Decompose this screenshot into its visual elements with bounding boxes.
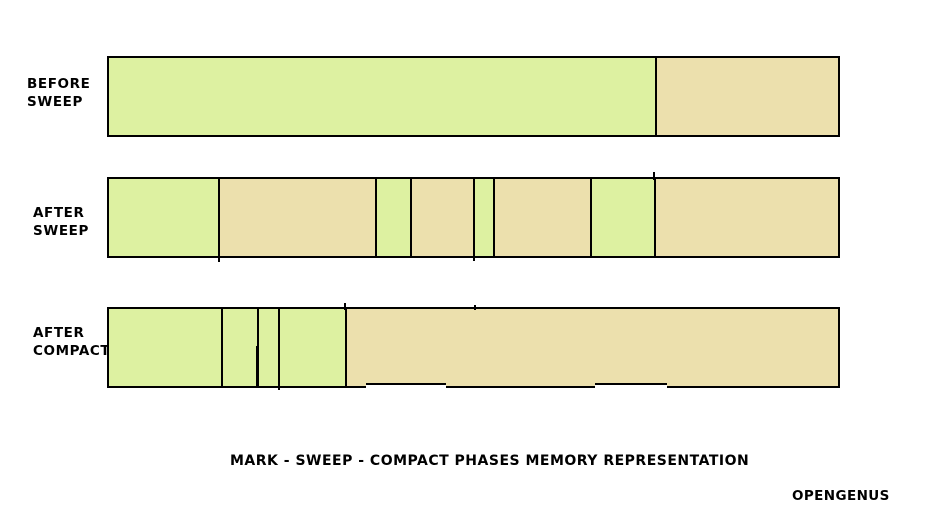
memory-bar-before-sweep	[107, 56, 840, 137]
diagram-caption: MARK - SWEEP - COMPACT PHASES MEMORY REP…	[230, 453, 750, 469]
row-label-line: BEFORE	[27, 76, 91, 92]
row-label-line: AFTER	[33, 325, 85, 341]
row-label-line: AFTER	[33, 205, 85, 221]
memory-segment-used	[257, 309, 278, 386]
memory-segment-used	[375, 179, 410, 256]
hand-drawn-tick	[474, 305, 476, 310]
memory-bar-segments	[109, 303, 838, 390]
hand-drawn-thick-divider	[256, 346, 259, 388]
memory-bar-after-compact	[107, 303, 840, 390]
memory-segment-free	[655, 58, 838, 135]
hand-drawn-bottom-notch	[366, 383, 446, 388]
hand-drawn-tick	[344, 303, 346, 310]
memory-segment-used	[278, 309, 345, 386]
memory-segment-used	[109, 179, 218, 256]
hand-drawn-overhang	[278, 386, 280, 390]
memory-segment-free	[218, 179, 375, 256]
memory-bar-after-sweep	[107, 172, 840, 262]
row-label-after-compact: AFTER COMPACT	[33, 324, 110, 360]
row-label-line: COMPACT	[33, 343, 111, 359]
memory-segment-used	[221, 309, 257, 386]
memory-segment-free	[493, 179, 590, 256]
memory-bar-segments	[109, 172, 838, 262]
memory-segment-used	[473, 179, 493, 256]
memory-segment-used	[109, 58, 655, 135]
memory-segment-used	[590, 179, 654, 256]
opengenus-watermark: OPENGENUS	[792, 488, 890, 504]
hand-drawn-overhang	[218, 256, 220, 262]
memory-bar-segments	[109, 58, 838, 135]
hand-drawn-bottom-notch	[595, 383, 667, 388]
row-label-line: SWEEP	[33, 223, 89, 239]
memory-segment-free	[654, 179, 838, 256]
row-label-after-sweep: AFTER SWEEP	[33, 204, 89, 240]
row-label-line: SWEEP	[27, 94, 83, 110]
row-label-before-sweep: BEFORE SWEEP	[27, 75, 90, 111]
memory-segment-free	[410, 179, 473, 256]
hand-drawn-tick	[653, 172, 655, 180]
memory-segment-free	[345, 309, 838, 386]
memory-segment-used	[109, 309, 221, 386]
hand-drawn-overhang	[473, 256, 475, 261]
